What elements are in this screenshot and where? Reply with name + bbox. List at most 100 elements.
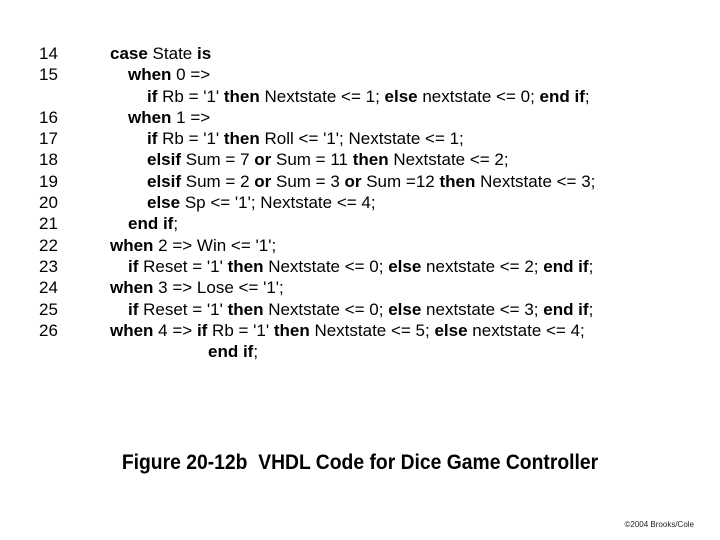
line-number: 26 [39,320,58,340]
line-number: 17 [39,129,58,149]
vhdl-keyword: when [128,107,172,127]
line-number: 25 [39,299,58,319]
code-line: 22 when 2 => Win <= '1'; [0,235,720,256]
vhdl-keyword: when [128,65,172,85]
line-number: 20 [39,193,58,213]
code-text: if Rb = '1' then Nextstate <= 1; else ne… [147,86,590,107]
vhdl-keyword: then [273,320,310,340]
code-text: if Rb = '1' then Roll <= '1'; Nextstate … [147,128,464,149]
vhdl-keyword: or [344,171,362,191]
code-text: end if; [128,213,178,234]
line-number: 23 [39,256,58,276]
vhdl-keyword: end if [208,342,254,362]
code-text: else Sp <= '1'; Nextstate <= 4; [147,192,376,213]
code-line: 26 when 4 => if Rb = '1' then Nextstate <… [0,320,720,341]
code-fragment: Sum = 3 [271,171,345,191]
code-line: 24 when 3 => Lose <= '1'; [0,277,720,298]
code-fragment: ; [584,86,590,106]
vhdl-keyword: elsif [147,171,182,191]
vhdl-keyword: when [110,235,154,255]
vhdl-keyword: if [128,299,139,319]
code-fragment: 3 => Lose <= '1'; [153,278,284,298]
code-fragment: Rb = '1' [157,86,224,106]
code-fragment: nextstate <= 4; [467,320,585,340]
vhdl-keyword: if [147,129,158,149]
vhdl-keyword: end if [543,256,589,276]
copyright-notice: ©2004 Brooks/Cole [624,520,695,529]
vhdl-keyword: if [196,320,208,340]
vhdl-keyword: then [227,256,264,276]
code-fragment: 1 => [171,107,211,127]
code-line: 17 if Rb = '1' then Roll <= '1'; Nextstat… [0,128,720,149]
code-fragment: Roll <= '1'; Nextstate <= 1; [259,129,464,149]
code-fragment: Reset = '1' [138,299,228,319]
line-number: 24 [39,278,58,298]
code-line: 18 elsif Sum = 7 or Sum = 11 then Nextsta… [0,149,720,170]
code-fragment: Nextstate <= 0; [263,256,389,276]
vhdl-keyword: end if [539,86,585,106]
code-fragment: nextstate <= 3; [421,299,544,319]
code-line: 21 end if; [0,213,720,234]
code-line: end if; [0,341,720,362]
vhdl-keyword: if [128,256,139,276]
code-fragment: ; [173,214,179,234]
vhdl-keyword: then [227,299,264,319]
line-number: 15 [39,65,58,85]
code-text: if Reset = '1' then Nextstate <= 0; else… [128,299,593,320]
code-fragment: State [147,44,197,63]
code-text: elsif Sum = 7 or Sum = 11 then Nextstate… [147,149,509,170]
vhdl-keyword: when [110,320,154,340]
line-number: 14 [39,44,58,63]
code-fragment: Nextstate <= 1; [259,86,385,106]
vhdl-keyword: else [388,256,422,276]
vhdl-keyword: or [254,150,272,170]
vhdl-keyword: then [223,86,260,106]
code-fragment: Reset = '1' [138,256,228,276]
figure-caption: Figure 20-12b VHDL Code for Dice Game Co… [121,451,599,474]
code-fragment: Sum = 2 [181,171,255,191]
code-fragment: Sum = 11 [271,150,353,170]
code-fragment: Nextstate <= 3; [475,171,596,191]
code-fragment: Sum = 7 [181,150,255,170]
line-number: 22 [39,235,58,255]
vhdl-keyword: end if [128,214,174,234]
code-text: elsif Sum = 2 or Sum = 3 or Sum =12 then… [147,171,595,192]
code-text: end if; [208,341,258,362]
vhdl-keyword: else [384,86,418,106]
vhdl-keyword: when [110,278,154,298]
vhdl-keyword: if [147,86,158,106]
line-number: 16 [39,107,58,127]
vhdl-keyword: or [254,171,272,191]
vhdl-keyword: elsif [147,150,182,170]
code-fragment: Nextstate <= 0; [263,299,389,319]
code-fragment: ; [588,256,594,276]
code-text: when 3 => Lose <= '1'; [110,277,284,298]
code-text: case State is [110,43,211,64]
vhdl-keyword: then [439,171,476,191]
vhdl-keyword: else [434,320,468,340]
vhdl-keyword: end if [543,299,589,319]
code-fragment: nextstate <= 0; [417,86,540,106]
line-number: 18 [39,150,58,170]
code-line: 14 case State is [0,43,720,64]
code-fragment: 4 => [153,320,197,340]
line-number: 19 [39,171,58,191]
vhdl-keyword: case [110,44,148,63]
vhdl-keyword: then [352,150,389,170]
vhdl-keyword: else [388,299,422,319]
line-number: 21 [39,214,58,234]
code-fragment: Nextstate <= 2; [388,150,509,170]
code-line: if Rb = '1' then Nextstate <= 1; else ne… [0,86,720,107]
code-text: when 0 => [128,64,210,85]
code-line: 23 if Reset = '1' then Nextstate <= 0; el… [0,256,720,277]
code-text: when 2 => Win <= '1'; [110,235,276,256]
code-line: 20 else Sp <= '1'; Nextstate <= 4; [0,192,720,213]
code-fragment: Nextstate <= 5; [309,320,435,340]
code-text: when 4 => if Rb = '1' then Nextstate <= … [110,320,585,341]
code-fragment: Sp <= '1'; Nextstate <= 4; [180,193,376,213]
code-fragment: Rb = '1' [157,129,224,149]
code-line: 16 when 1 => [0,107,720,128]
code-fragment: 2 => Win <= '1'; [153,235,277,255]
vhdl-keyword: is [196,44,212,63]
code-line: 25 if Reset = '1' then Nextstate <= 0; el… [0,299,720,320]
